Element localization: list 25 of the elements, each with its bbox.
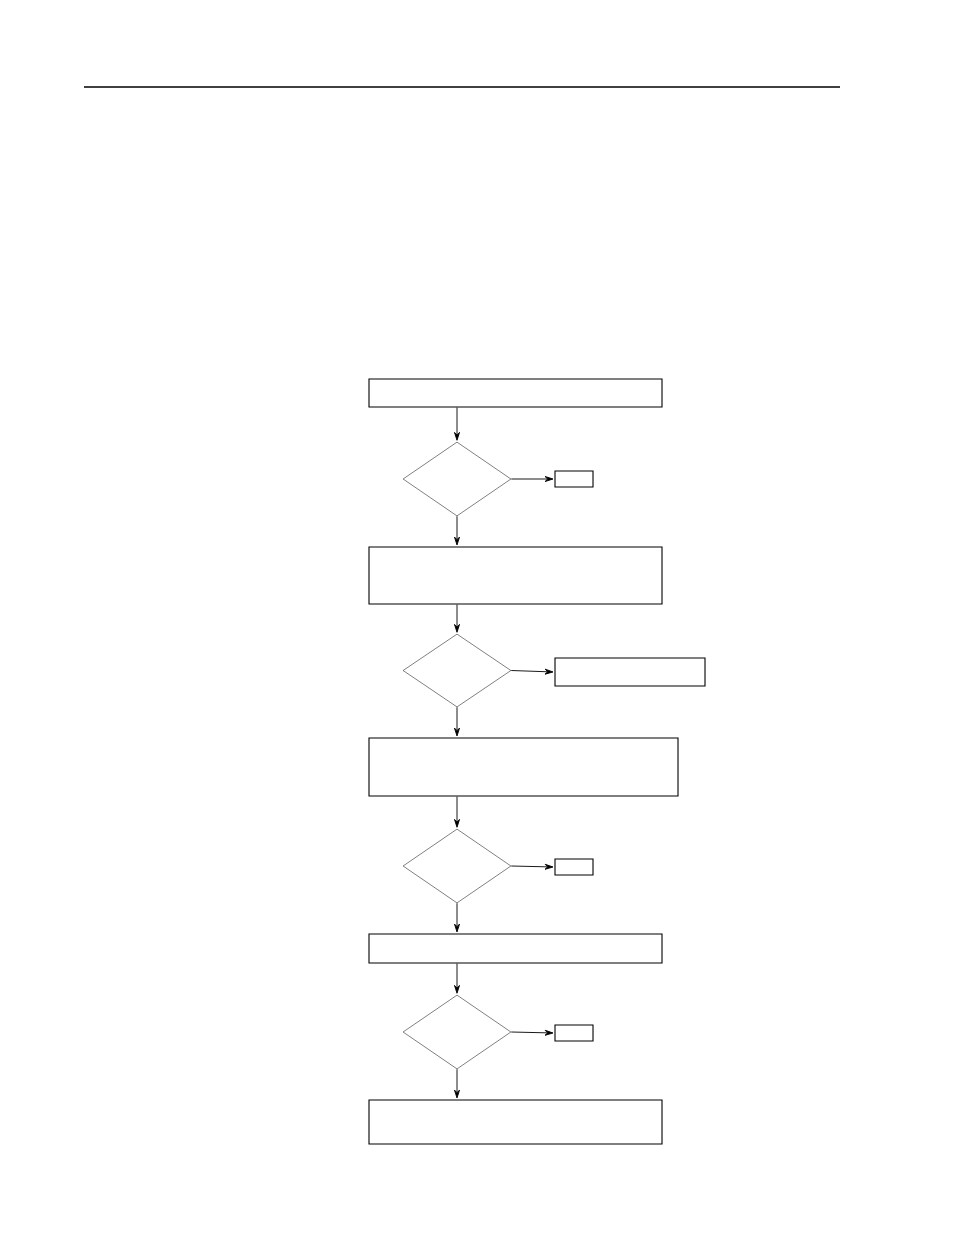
arrow: [454, 515, 460, 546]
decision-diamond: [402, 994, 512, 1070]
arrow: [454, 407, 460, 441]
process-box: [554, 657, 706, 687]
process-box: [368, 933, 663, 964]
process-box: [554, 1024, 594, 1042]
arrow: [510, 668, 554, 675]
process-box: [554, 858, 594, 876]
arrow: [454, 796, 460, 828]
decision-diamond: [402, 633, 512, 708]
decision-diamond: [402, 441, 512, 517]
arrow: [454, 963, 460, 994]
arrow: [454, 706, 460, 737]
arrow: [510, 863, 554, 870]
arrow: [454, 902, 460, 933]
decision-diamond: [402, 828, 512, 904]
process-box: [368, 1099, 663, 1145]
process-box: [368, 737, 679, 797]
arrow: [454, 604, 460, 633]
arrow: [454, 1068, 460, 1099]
process-box: [368, 546, 663, 605]
process-box: [554, 470, 594, 488]
process-box: [368, 378, 663, 408]
arrow: [510, 476, 554, 482]
arrow: [510, 1029, 554, 1036]
